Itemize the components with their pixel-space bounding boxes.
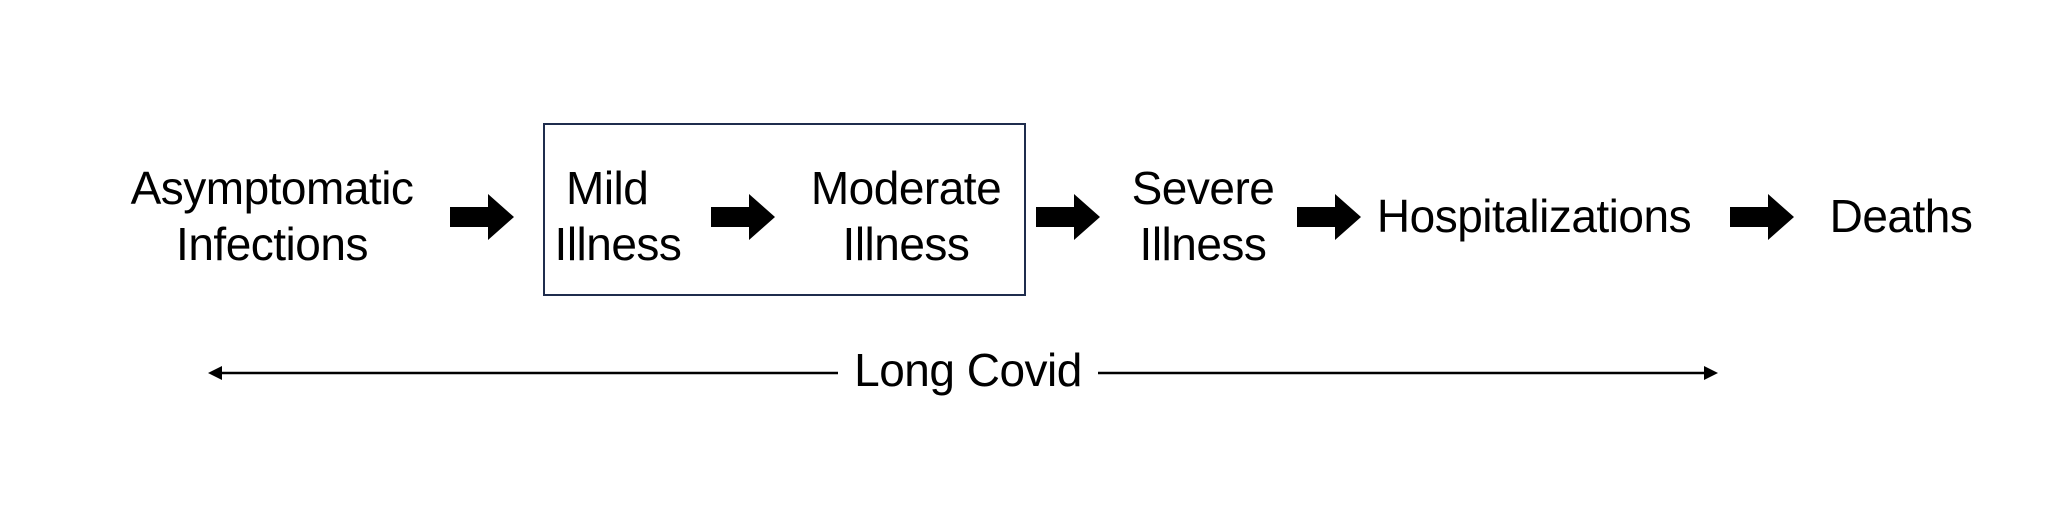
mild-moderate-highlight-box xyxy=(543,123,1026,296)
node-severe-line2: Illness xyxy=(1139,218,1267,270)
node-severe-line1: Severe xyxy=(1131,162,1275,214)
node-asymptomatic-line2: Infections xyxy=(176,218,368,270)
node-hospitalizations-label: Hospitalizations xyxy=(1376,190,1692,242)
node-mild-line2: Illness xyxy=(554,218,682,270)
node-moderate-illness: Moderate Illness xyxy=(796,160,1016,272)
node-asymptomatic-infections: Asymptomatic Infections xyxy=(112,160,432,272)
arrow-right-icon xyxy=(1297,194,1361,240)
arrow-right-icon xyxy=(1036,194,1100,240)
node-mild-illness: Mild Illness xyxy=(548,160,688,272)
arrow-right-icon xyxy=(1730,194,1794,240)
node-hospitalizations: Hospitalizations xyxy=(1366,188,1702,244)
node-moderate-line2: Illness xyxy=(842,218,970,270)
node-mild-line1: Mild xyxy=(566,162,649,214)
arrow-right-icon xyxy=(711,194,775,240)
arrow-right-icon xyxy=(450,194,514,240)
node-deaths-label: Deaths xyxy=(1829,190,1973,242)
node-severe-illness: Severe Illness xyxy=(1118,160,1288,272)
node-moderate-line1: Moderate xyxy=(810,162,1002,214)
node-deaths: Deaths xyxy=(1816,188,1986,244)
node-asymptomatic-line1: Asymptomatic xyxy=(130,162,414,214)
long-covid-label: Long Covid xyxy=(838,342,1098,398)
